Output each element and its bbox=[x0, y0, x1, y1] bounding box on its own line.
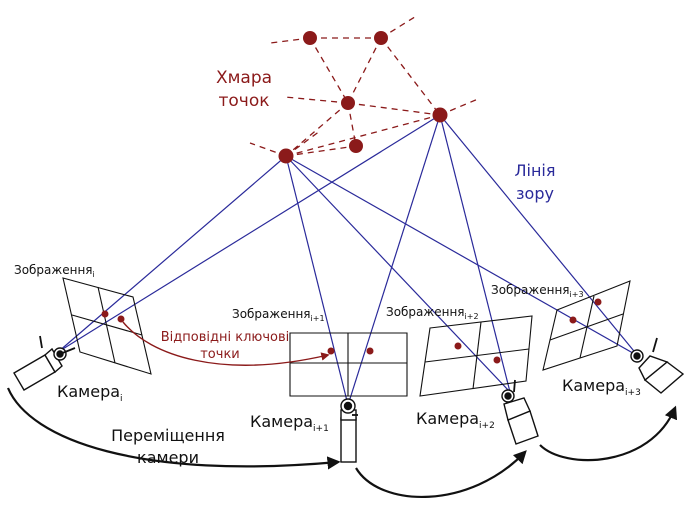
camera-1-icon bbox=[13, 335, 76, 391]
line-of-sight-label: Лінія bbox=[514, 161, 555, 180]
camera-3-icon bbox=[501, 379, 539, 445]
matching-keypoints-label-2: точки bbox=[200, 347, 240, 362]
image-label-1: Зображенняi bbox=[14, 263, 95, 279]
camera-2-icon bbox=[340, 398, 358, 463]
image-feature-points bbox=[101, 298, 602, 364]
matching-keypoints-label: Відповідні ключові bbox=[161, 330, 290, 345]
image-label-3: Зображенняi+2 bbox=[386, 305, 479, 321]
image-label-4: Зображенняi+3 bbox=[491, 283, 584, 299]
camera-label-1: Камераi bbox=[57, 382, 123, 404]
matching-keypoints-arrow bbox=[122, 321, 330, 366]
camera-motion-arrows bbox=[6, 387, 678, 499]
image-plane-1 bbox=[62, 277, 152, 375]
camera-label-4: Камераi+3 bbox=[562, 376, 641, 398]
point-cloud-points bbox=[278, 31, 448, 164]
image-plane-2 bbox=[289, 332, 408, 397]
camera-label-3: Камераi+2 bbox=[416, 409, 495, 431]
camera-label-2: Камераi+1 bbox=[250, 412, 329, 434]
image-plane-4 bbox=[542, 280, 631, 371]
camera-motion-label: Переміщення bbox=[111, 426, 225, 445]
image-plane-3 bbox=[419, 315, 533, 397]
point-cloud-label-2: точок bbox=[218, 91, 269, 111]
point-cloud-label: Хмара bbox=[216, 68, 272, 88]
line-of-sight-label-2: зору bbox=[516, 184, 554, 203]
camera-motion-label-2: камери bbox=[137, 448, 199, 467]
camera-4-icon bbox=[630, 337, 685, 394]
image-label-2: Зображенняi+1 bbox=[232, 307, 325, 323]
point-cloud-edges bbox=[249, 14, 479, 157]
